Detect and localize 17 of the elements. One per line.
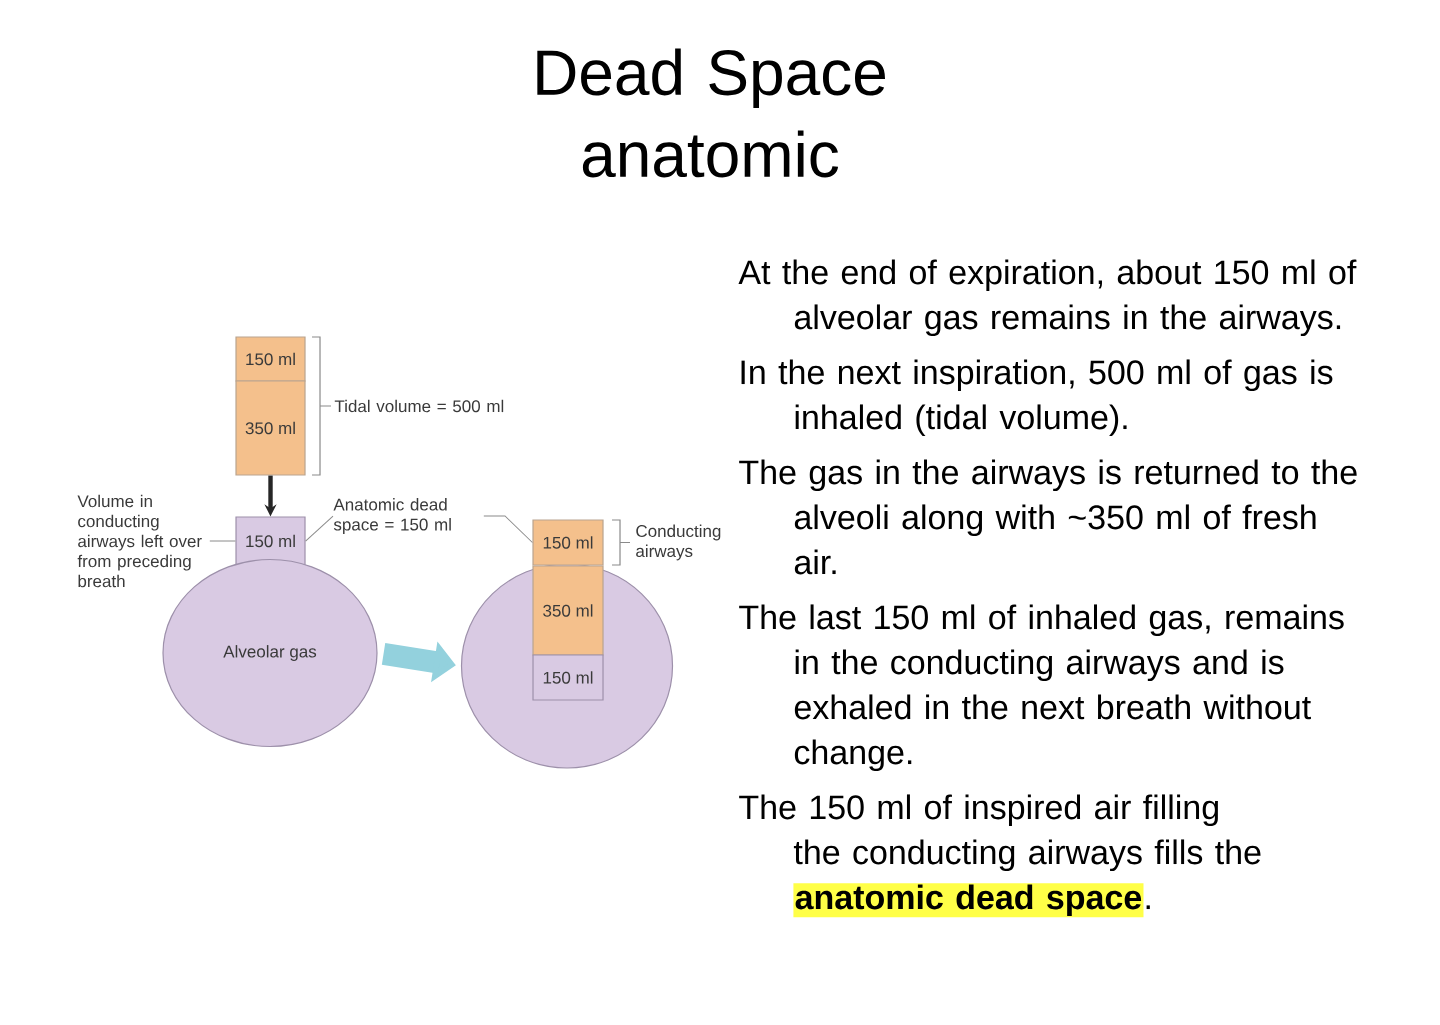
volume-block: 150 ml [235, 336, 306, 382]
paragraph: The last 150 ml of inhaled gas, remains in the conducting airways and is exhaled in the next breath without change. [739, 604, 1344, 772]
bracket-label: Conducting airways [636, 524, 721, 561]
leader-line [483, 515, 533, 543]
paragraph: The 150 ml of inspired air filling the conducting airways fills the anatomic dead space. [739, 794, 1261, 918]
volume-block: 350 ml [532, 565, 604, 656]
volume-block: 150 ml [532, 654, 604, 701]
leader-line [305, 515, 334, 542]
volume-block: 150 ml [235, 516, 306, 566]
paragraph: At the end of expiration, about 150 ml of alveolar gas remains in the airways. [738, 259, 1357, 337]
paragraph: The gas in the airways is returned to the alveoli along with ~350 ml of fresh air. [739, 459, 1357, 575]
volume-block: 150 ml [532, 519, 604, 566]
bracket-label: Tidal volume = 500 ml [334, 399, 504, 413]
leader-line [209, 540, 236, 542]
paragraph: In the next inspiration, 500 ml of gas is inhaled (tidal volume). [741, 359, 1333, 437]
callout-text: Anatomic dead space = 150 ml [333, 498, 451, 534]
title: Dead Space anatomic [537, 48, 885, 178]
